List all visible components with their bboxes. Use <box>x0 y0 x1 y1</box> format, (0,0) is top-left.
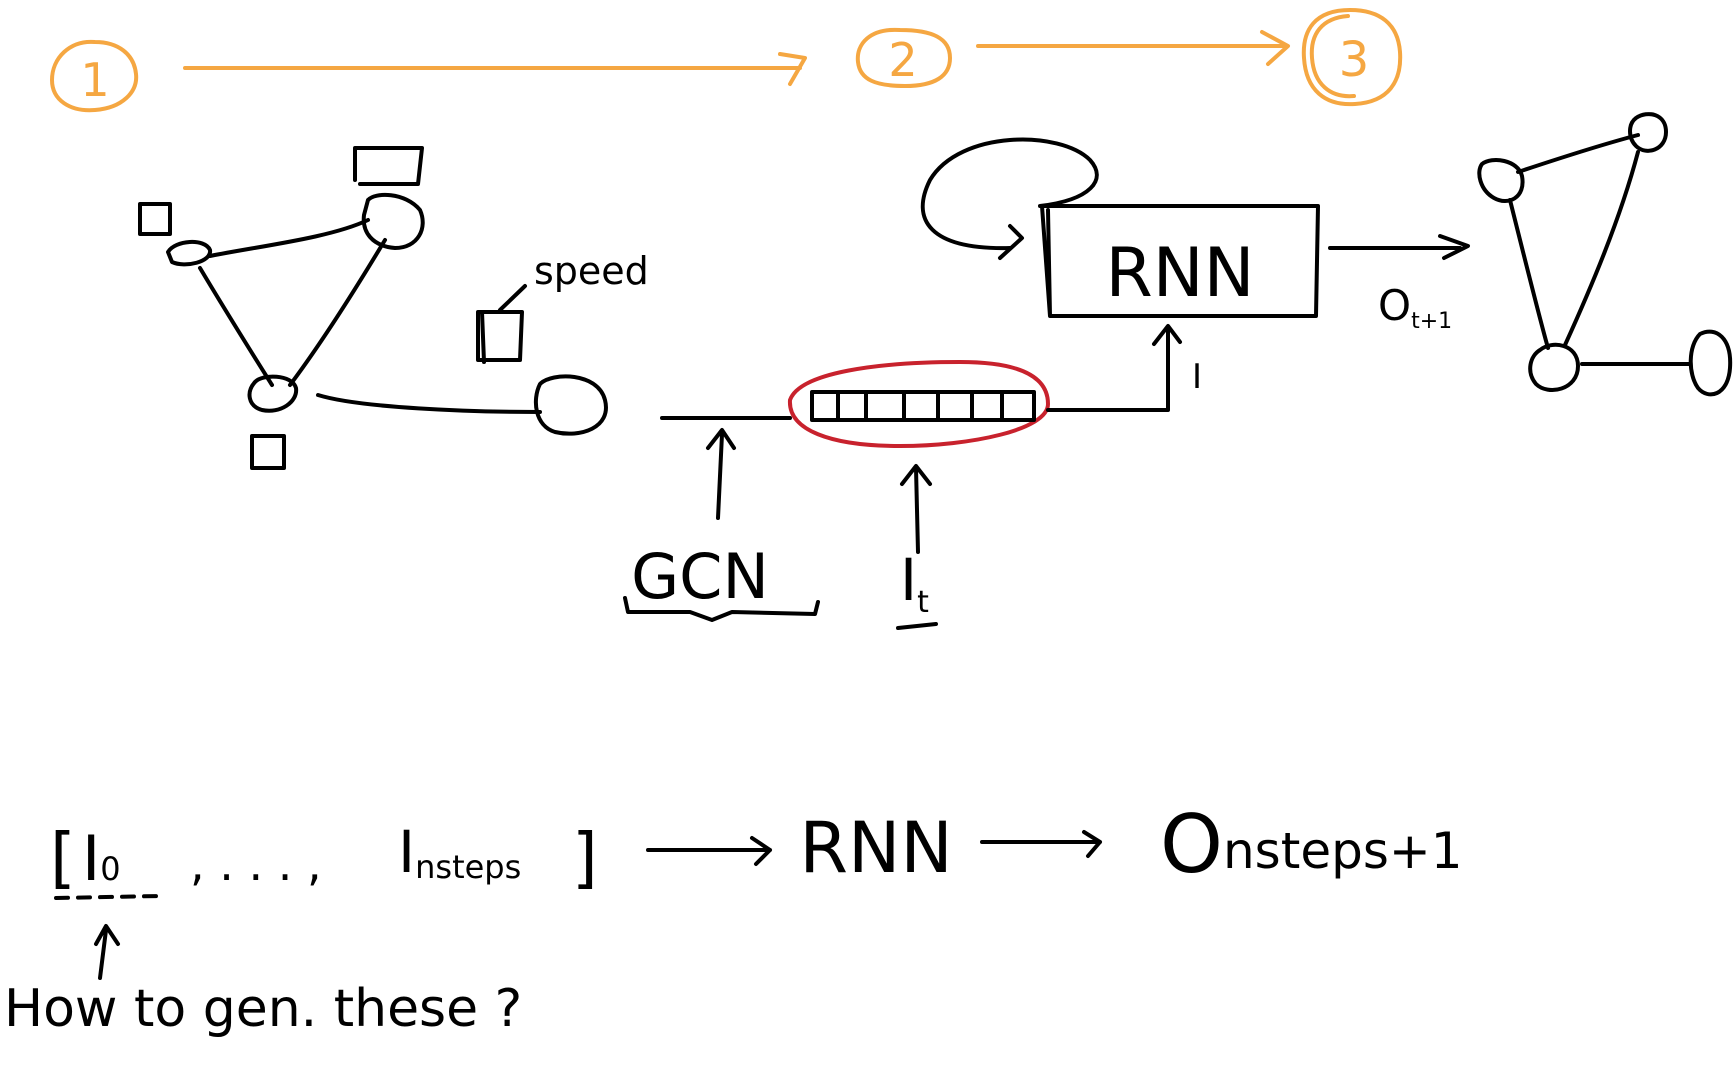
it-underline <box>896 622 938 630</box>
graph-node <box>1688 329 1733 397</box>
question-text: How to gen. these ? <box>4 979 522 1039</box>
output-label: Ot+1 <box>1378 281 1452 334</box>
rnn-block: RNN Ot+1 <box>920 137 1470 334</box>
arrow-to-rnn <box>646 836 772 866</box>
step-3-label: 3 <box>1339 32 1370 88</box>
input-graph: speed <box>138 146 649 470</box>
formula-first-input: I0 <box>82 822 121 895</box>
highlight-ellipse <box>787 360 1050 448</box>
vector-to-rnn <box>1046 324 1182 412</box>
speed-label: speed <box>534 249 649 293</box>
step-3-badge: 3 <box>1301 8 1403 107</box>
feature-vector <box>787 360 1050 448</box>
formula-close-bracket: ] <box>572 819 598 896</box>
node-feature-box <box>138 202 172 236</box>
node-feature-box <box>353 146 424 186</box>
rnn-box <box>1040 204 1320 318</box>
rnn-input-label: I <box>1192 357 1202 397</box>
graph-edge <box>288 238 387 387</box>
graph-node <box>1528 342 1580 392</box>
step-1-badge: 1 <box>50 39 139 113</box>
recurrent-loop <box>920 137 1099 260</box>
speed-feature-box <box>476 310 524 364</box>
gcn-pipeline: GCN It I <box>623 324 1202 630</box>
formula-last-input: Insteps <box>398 818 521 886</box>
rnn-output-arrow <box>1328 234 1470 260</box>
step-2-label: 2 <box>888 33 917 87</box>
arrow-1-to-2 <box>183 52 807 86</box>
step-timeline: 1 2 3 <box>50 8 1403 113</box>
graph-node <box>361 192 425 250</box>
gcn-arrow <box>706 428 736 520</box>
graph-edge <box>1516 133 1640 174</box>
speed-pointer <box>498 284 527 312</box>
graph-edge <box>208 218 370 258</box>
output-graph <box>1477 112 1733 397</box>
graph-edge <box>316 393 542 414</box>
gcn-label: GCN <box>631 540 769 613</box>
it-arrow <box>900 464 932 554</box>
formula-open-bracket: [ <box>50 819 76 896</box>
arrow-to-output <box>980 830 1102 858</box>
gcn-underbrace <box>623 596 820 622</box>
graph-edge <box>1508 198 1550 350</box>
step-2-badge: 2 <box>855 27 952 88</box>
graph-edge <box>1563 150 1640 347</box>
arrow-2-to-3 <box>976 30 1290 66</box>
sequence-formula: [ I0 , . . . , Insteps ] RNN Onsteps+1 <box>50 798 1463 900</box>
graph-edge <box>198 266 274 387</box>
graph-node <box>533 374 608 436</box>
formula-model: RNN <box>799 807 952 889</box>
input-t-label: It <box>900 546 929 620</box>
graph-node <box>166 240 212 267</box>
graph-node <box>1477 158 1525 204</box>
node-feature-box <box>250 434 286 470</box>
step-1-label: 1 <box>80 53 109 107</box>
graph-node <box>247 374 299 413</box>
vector-cells <box>810 390 1036 422</box>
generation-question: How to gen. these ? <box>4 924 522 1039</box>
graph-node <box>1628 112 1668 153</box>
formula-ellipsis: , . . . , <box>190 837 322 891</box>
question-arrow <box>94 924 120 980</box>
formula-result: Onsteps+1 <box>1160 798 1463 891</box>
rnn-box-label: RNN <box>1106 234 1255 313</box>
dashed-underline <box>54 894 162 900</box>
